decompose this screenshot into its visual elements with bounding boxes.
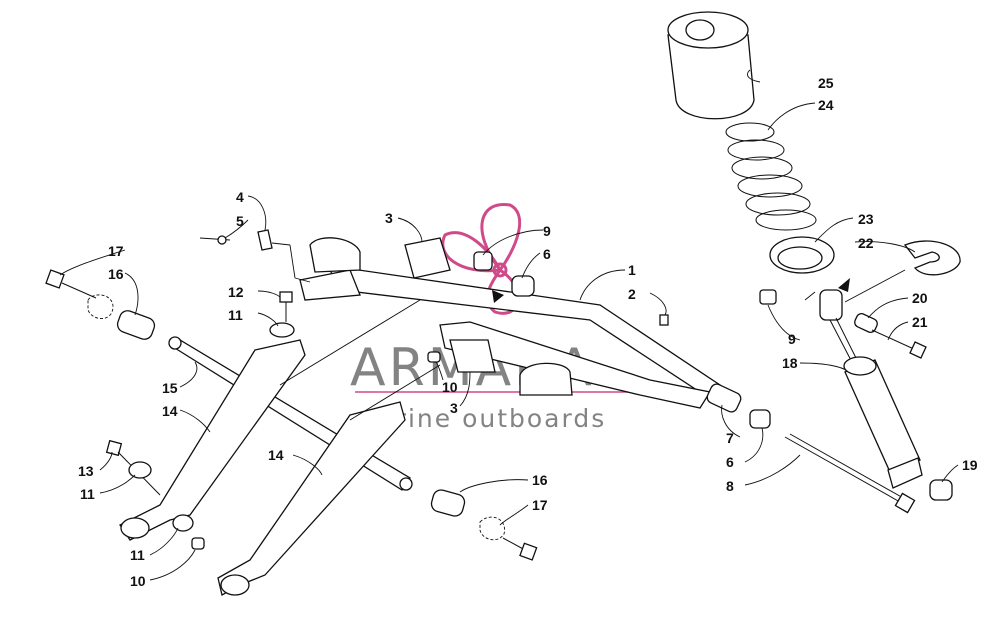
part-17-bolt-right (502, 537, 538, 561)
callout-8: 8 (726, 478, 734, 494)
part-9-nut-right (759, 289, 777, 305)
callout-11-bottom: 11 (130, 547, 145, 563)
part-10-nut-center (427, 351, 441, 363)
callout-20: 20 (912, 290, 928, 306)
part-9-nut-top (473, 251, 493, 271)
part-6-bushing-top (511, 275, 535, 297)
callout-19: 19 (962, 457, 978, 473)
callout-15: 15 (162, 380, 178, 396)
part-16-bushing-right (430, 489, 505, 541)
callout-14-right: 14 (268, 447, 284, 463)
part-17-bolt-left (45, 269, 97, 299)
part-10-nut-bottom (191, 537, 205, 550)
triangle-marker-icon (838, 278, 850, 292)
callout-9-top: 9 (543, 223, 551, 239)
callout-10-bottom: 10 (130, 573, 146, 589)
callout-4: 4 (236, 189, 244, 205)
part-23-spring-seat (769, 236, 835, 274)
callout-17-left: 17 (108, 243, 124, 259)
part-11-washer-left (128, 461, 152, 479)
callout-9-right: 9 (788, 331, 796, 347)
callout-5: 5 (236, 213, 244, 229)
callout-21: 21 (912, 314, 928, 330)
part-19-bushing (929, 479, 953, 501)
callout-25: 25 (818, 75, 834, 91)
callout-7: 7 (726, 430, 734, 446)
callout-24: 24 (818, 97, 834, 113)
arrow-indicators (492, 278, 850, 303)
part-6-bushing-right (749, 409, 771, 429)
callout-11-left: 11 (80, 486, 95, 502)
callout-18: 18 (782, 355, 798, 371)
callout-11-top: 11 (228, 307, 243, 323)
part-5-rivet (199, 235, 231, 245)
callout-3-bottom: 3 (450, 400, 458, 416)
callout-1: 1 (628, 262, 636, 278)
part-24-spring (725, 122, 817, 231)
callout-17-right: 17 (532, 497, 548, 513)
triangle-marker-icon (492, 290, 504, 303)
part-20-spacer (854, 313, 878, 333)
callout-2: 2 (628, 286, 636, 302)
callout-16-left: 16 (108, 266, 124, 282)
callout-labels: 25 24 23 22 20 21 9 18 19 7 6 8 1 2 9 6 … (78, 75, 978, 589)
callout-14-left: 14 (162, 403, 178, 419)
leader-lines (59, 69, 959, 581)
part-16-bushing-left (87, 294, 156, 340)
callout-6-top: 6 (543, 246, 551, 262)
part-8-long-bolt (784, 433, 916, 514)
part-3-block-top (404, 237, 451, 279)
part-21-bolt (871, 329, 927, 359)
callout-23: 23 (858, 211, 874, 227)
callout-16-right: 16 (532, 472, 548, 488)
part-22-retainer (903, 240, 961, 276)
part-4-cap (257, 229, 273, 251)
callout-13: 13 (78, 463, 94, 479)
callout-10-center: 10 (442, 379, 458, 395)
part-14-arm-left (119, 339, 306, 541)
callout-22: 22 (858, 235, 874, 251)
part-18-shock-absorber (819, 289, 923, 489)
part-25-bump-cover (667, 11, 755, 120)
part-11-washer-bottom (172, 514, 194, 532)
part-11-washer-top (269, 322, 295, 338)
part-3-block-bottom (449, 339, 496, 373)
part-2-grease-fitting (659, 314, 669, 326)
callout-12: 12 (228, 284, 244, 300)
callout-3-top: 3 (385, 210, 393, 226)
callout-6-right: 6 (726, 454, 734, 470)
part-14-arm-right (217, 401, 406, 596)
part-12-bolt (279, 291, 293, 322)
